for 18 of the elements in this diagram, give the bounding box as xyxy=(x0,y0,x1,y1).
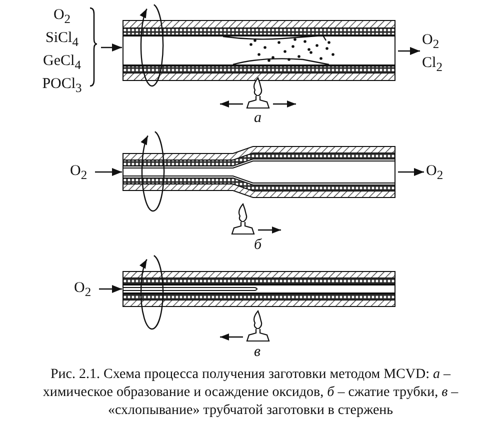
gas-formula: Cl$_{2}$ xyxy=(422,54,444,76)
arrow xyxy=(398,168,424,176)
panel-letter: а xyxy=(254,110,262,127)
arrow xyxy=(99,285,122,293)
gas-formula: POCl$_{3}$ xyxy=(41,75,83,97)
gas-formula: O$_{2}$ xyxy=(426,162,444,184)
gas-formula: O$_{2}$ xyxy=(52,6,72,28)
gas-formula: O$_{2}$ xyxy=(70,162,88,184)
panel-letter: в xyxy=(254,344,261,361)
panel-letter: б xyxy=(254,237,262,254)
gas-formula: GeCl$_{4}$ xyxy=(42,52,82,74)
gas-formula: O$_{2}$ xyxy=(74,279,92,301)
gas-formula: O$_{2}$ xyxy=(422,31,440,53)
arrow xyxy=(95,168,122,176)
gas-formula: SiCl$_{4}$ xyxy=(44,29,80,51)
figure-caption: Рис. 2.1. Схема процесса получения заготовки методом MCVD: а – химическое образование и осаждение оксидов, б – сжатие трубки, в – «схлопывание» трубчатой заготовки в стержень xyxy=(42,366,460,420)
arrow xyxy=(101,44,122,52)
arrow xyxy=(398,47,420,55)
